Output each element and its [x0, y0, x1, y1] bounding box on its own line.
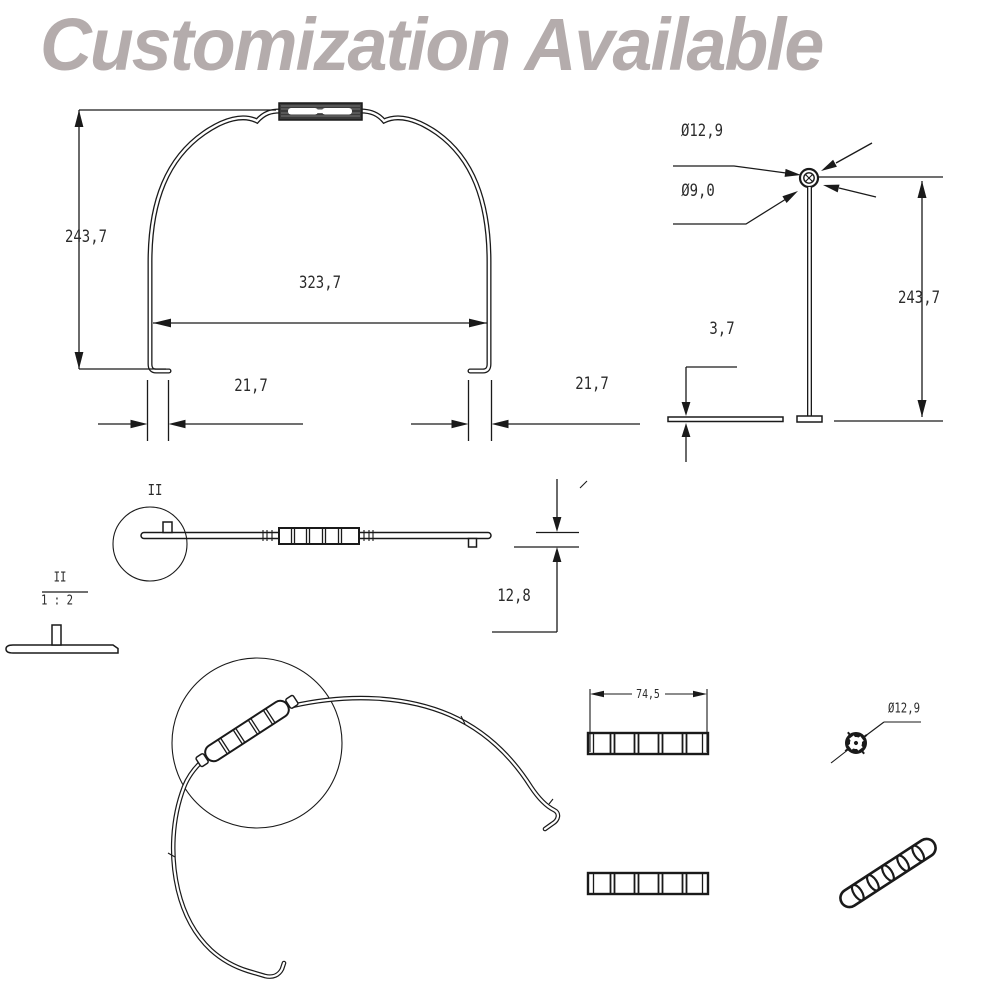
- front-foot-right-dimension: [411, 380, 640, 441]
- front-width-label: 323,7: [299, 273, 341, 293]
- perspective-grip: [195, 694, 299, 768]
- side-height-dimension: [818, 176, 943, 422]
- detail-foot-drawing: [5, 591, 119, 654]
- front-width-dimension: [153, 318, 487, 328]
- front-foot-left-label: 21,7: [234, 376, 268, 396]
- top-view-drawing: [112, 479, 588, 633]
- front-foot-right-label: 21,7: [575, 374, 609, 394]
- grip-bar-1: [586, 731, 710, 756]
- front-height-dimension: [74, 109, 276, 370]
- top-thickness-dimension: [492, 479, 588, 633]
- side-outer-dia-label: Ø12,9: [681, 121, 723, 141]
- front-view-drawing: [74, 102, 640, 441]
- front-wire: [147, 108, 492, 374]
- side-diameter-leaders: [673, 142, 877, 225]
- perspective-wire: [167, 695, 561, 979]
- detail-circle-top-view: [112, 506, 188, 582]
- side-height-label: 243,7: [898, 288, 940, 308]
- cross-section-dia-label: Ø12,9: [887, 701, 921, 717]
- side-inner-dia-label: Ø9,0: [681, 181, 715, 201]
- side-view-drawing: [667, 142, 943, 462]
- grip-detail-2: [586, 871, 710, 896]
- detail-ii-label: II: [53, 570, 67, 586]
- detail-scale-label: 1 : 2: [40, 593, 74, 609]
- grip-detail-1: [586, 689, 710, 756]
- side-foot-bar: [667, 416, 784, 423]
- grip-3d-detail: [839, 837, 937, 909]
- perspective-view-drawing: [167, 657, 561, 979]
- flat-grip: [278, 527, 360, 545]
- flat-bar-tab-left: [162, 521, 173, 534]
- top-detail-ii-label: II: [147, 481, 163, 499]
- side-thickness-label: 3,7: [709, 319, 735, 339]
- cross-section-detail: [830, 721, 921, 764]
- flat-grip-crimps: [262, 530, 374, 541]
- top-thickness-label: 12,8: [497, 586, 531, 606]
- detail-circle-3d: [171, 657, 343, 829]
- page-title: Customization Available: [40, 3, 824, 86]
- side-thickness-dimension: [681, 366, 737, 462]
- front-height-label: 243,7: [65, 227, 107, 247]
- front-foot-left-dimension: [98, 380, 303, 441]
- flat-bar-tab-right: [467, 537, 478, 548]
- front-grip-sleeve: [278, 102, 363, 121]
- side-grip-section: [798, 167, 820, 189]
- grip-length-dimension: [589, 689, 708, 752]
- grip-length-label: 74,5: [634, 687, 662, 701]
- side-foot: [796, 415, 823, 423]
